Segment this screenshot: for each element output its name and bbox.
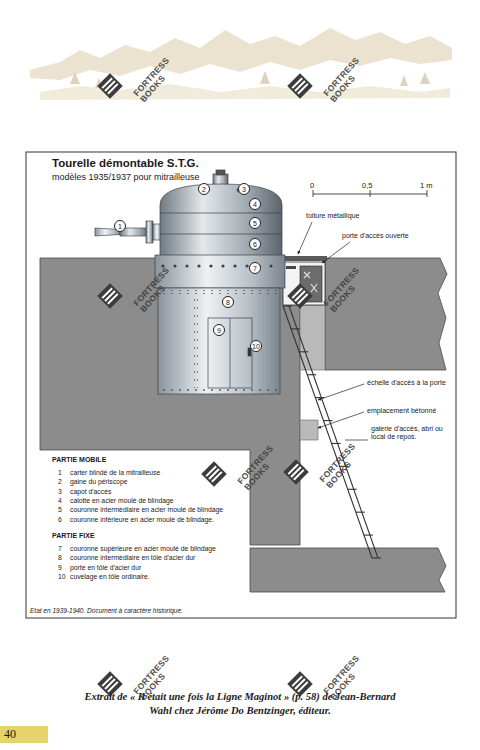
legend-number: 1 [58,469,62,477]
ladder-rung [364,535,373,536]
subtitle: modèles 1935/1937 pour mitrailleuse [52,172,200,182]
hole [197,264,200,267]
legend-text: carter blindé de la mitrailleuse [70,469,160,477]
ladder-rung [332,443,341,444]
ladder-rung [323,420,332,421]
watermark-icon [97,73,122,98]
legend-text: couronne supérieure en acier moulé de bl… [70,545,216,553]
hole [185,264,188,267]
legend-text: couronne intermédiaire en acier moulé de… [70,506,223,514]
scale-number: 1 m [420,182,433,191]
concrete-emplacement [300,305,325,370]
frame [26,152,456,618]
legend-number: 5 [58,506,62,514]
landscape-sketch [30,28,452,100]
callout-label: 2 [202,186,206,193]
callout-label: 5 [253,220,257,227]
watermark: FORTRESS BOOKS [318,444,362,490]
callout-label: 8 [226,299,230,306]
door-niche [283,262,325,305]
callout-number: 6 [249,238,261,250]
page-number-box: 40 [0,726,48,743]
legend-heading: PARTIE FIXE [52,532,95,540]
callout-label: 6 [253,241,257,248]
ladder-rung [348,489,357,490]
hole [173,264,176,267]
watermark-icon [283,459,308,484]
ladder-rung [283,305,292,306]
leader-lines [298,222,368,440]
callout-number: 5 [249,217,261,229]
concrete-emplacement [300,420,318,440]
part-label: emplacement bétonné [367,407,451,415]
callout-number: 4 [249,198,261,210]
callout-label: 1 [118,223,122,230]
legend-number: 10 [58,573,66,581]
callout-label: 7 [253,265,257,272]
callout-label: 3 [242,186,246,193]
hole [221,264,224,267]
legend-text: calotte en acier moulé de blindage [70,497,174,505]
ladder [283,306,381,558]
legend-number: 3 [58,488,62,496]
legend-text: cuvelage en tôle ordinaire. [70,573,150,581]
callout-number: 8 [222,296,234,308]
legend-text: porte en tôle d'acier dur [70,564,141,572]
scale-bar [313,190,427,197]
hole [269,264,272,267]
legend-number: 8 [58,554,62,562]
ladder-rung [372,557,381,558]
callout-number: 10 [250,340,262,352]
legend-heading: PARTIE MOBILE [52,456,106,464]
legend-text: couronne inférieure en acier moulé de bl… [70,516,214,524]
legend-number: 2 [58,478,62,486]
watermark-icon [287,283,312,308]
ladder-rung [307,374,316,375]
part-label: galerie d'accès, abri ou local de repos. [371,425,449,441]
title: Tourelle démontable S.T.G. [52,157,199,170]
part-label: porte d'accès ouverte [342,232,409,240]
legend-number: 9 [58,564,62,572]
ladder-rung [356,512,365,513]
watermark-icon [287,73,312,98]
scale-number: 0,5 [362,182,372,191]
ladder-rung [299,351,308,352]
watermark-icon [97,283,122,308]
legend-text: capot d'accès [70,488,111,496]
ladder-rung [291,328,300,329]
machine-gun [95,221,162,243]
callout-number: 2 [198,183,210,195]
watermark-icon [201,461,226,486]
callout-label: 10 [252,343,260,350]
callout-number: 9 [213,324,225,336]
metal-roof [281,256,327,261]
callout-number: 1 [114,220,126,232]
hole [209,264,212,267]
callout-label: 4 [253,201,257,208]
hole [233,264,236,267]
legend-number: 6 [58,516,62,524]
callout-number: 3 [238,183,250,195]
scale-number: 0 [310,182,314,191]
legend-number: 4 [58,497,62,505]
note: Etat en 1939-1940. Document à caractère … [30,607,183,614]
turret [155,170,285,394]
part-label: échelle d'accès à la porte [367,379,451,387]
caption: Extrait de « Il était une fois la Ligne … [80,690,400,717]
legend-number: 7 [58,545,62,553]
callout-number: 7 [249,262,261,274]
callout-label: 9 [217,327,221,334]
legend-text: couronne intermédiaire en tôle d'acier d… [70,554,195,562]
page-number: 40 [4,727,44,742]
part-label: toiture métallique [306,212,359,220]
legend-text: gaine du périscope [70,478,127,486]
